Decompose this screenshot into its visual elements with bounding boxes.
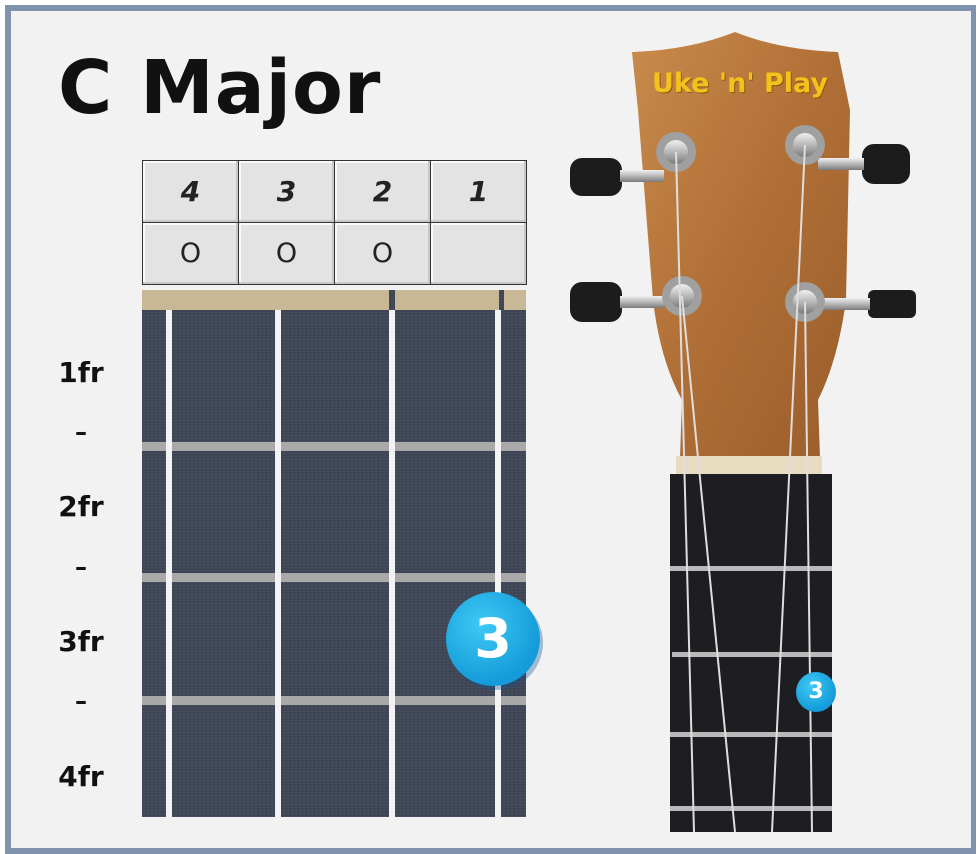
string-header-table: 4 3 2 1 O O O — [142, 160, 527, 285]
fret-label-4: 4fr — [58, 760, 104, 793]
tuner-button — [570, 158, 622, 196]
string-number-cell: 1 — [430, 160, 527, 223]
open-string-cell: O — [334, 222, 431, 285]
open-string-marker: O — [179, 238, 202, 269]
nut-segment — [395, 290, 499, 310]
string-number: 4 — [180, 175, 201, 208]
fretboard — [142, 290, 526, 817]
open-string-cell: O — [238, 222, 335, 285]
tuner-button — [862, 144, 910, 184]
open-string-row: O O O — [142, 222, 527, 285]
fret-separator: – — [75, 553, 87, 581]
nut-segment — [142, 290, 389, 310]
fret-wire — [142, 696, 526, 705]
brand-logo: Uke 'n' Play — [651, 68, 829, 99]
string-line-1 — [495, 310, 501, 817]
nut-segment — [504, 290, 526, 310]
string-number: 1 — [468, 175, 489, 208]
tuner-button — [570, 282, 622, 322]
string-number-row: 4 3 2 1 — [142, 160, 527, 223]
string-number: 2 — [372, 175, 393, 208]
fret-label-3: 3fr — [58, 625, 104, 658]
string-number-cell: 3 — [238, 160, 335, 223]
finger-position-marker: 3 — [446, 592, 540, 686]
chord-title: C Major — [58, 45, 382, 131]
string-line-3 — [275, 310, 281, 817]
open-string-marker: O — [275, 238, 298, 269]
open-string-cell — [430, 222, 527, 285]
open-string-marker: O — [371, 238, 394, 269]
finger-position-marker-photo: 3 — [796, 672, 836, 712]
nut — [676, 456, 822, 474]
fret-wire — [142, 573, 526, 582]
fret-label-2: 2fr — [58, 490, 104, 523]
fret-wire — [142, 442, 526, 451]
fret-separator: – — [75, 418, 87, 446]
string-line-2 — [389, 310, 395, 817]
fret-separator: – — [75, 687, 87, 715]
tuner-button — [868, 290, 916, 318]
string-line-4 — [166, 310, 172, 817]
fret-label-1: 1fr — [58, 356, 104, 389]
string-number: 3 — [276, 175, 297, 208]
